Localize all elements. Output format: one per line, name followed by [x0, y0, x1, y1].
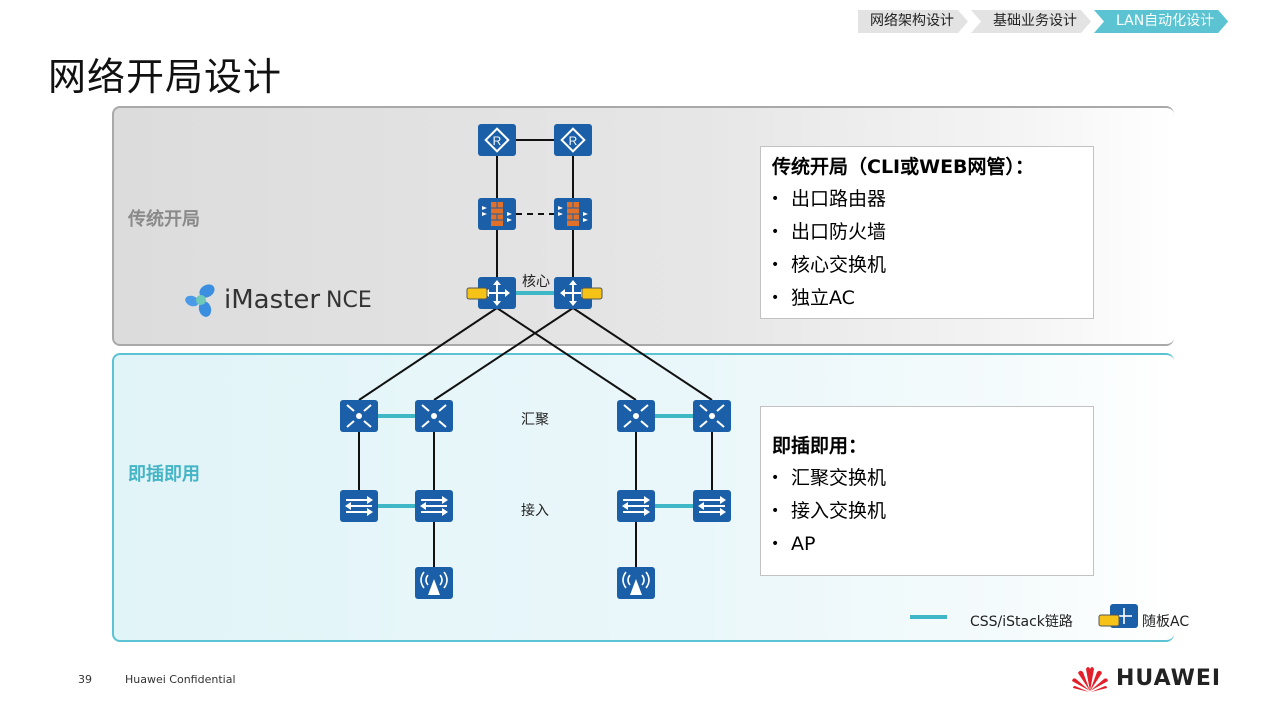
huawei-logo: HUAWEI [1070, 663, 1221, 693]
list-item: •核心交换机 [771, 254, 887, 276]
link-core-agg-1 [358, 307, 498, 401]
svg-text:R: R [493, 134, 502, 148]
page-number: 39 [78, 673, 92, 686]
router-icon[interactable]: R [478, 124, 516, 156]
legend-board-ac-label: 随板AC [1142, 614, 1190, 630]
board-ac-card [466, 287, 488, 300]
list-item: •接入交换机 [771, 500, 887, 522]
plug-and-play-label: 即插即用 [128, 464, 200, 485]
breadcrumb-item-network-architecture[interactable]: 网络架构设计 [858, 10, 968, 33]
huawei-wordmark: HUAWEI [1116, 665, 1222, 691]
breadcrumb-item-lan-automation[interactable]: LAN自动化设计 [1094, 10, 1228, 33]
traditional-deployment-info-box: 传统开局（CLI或WEB网管）： •出口路由器 •出口防火墙 •核心交换机 •独… [760, 146, 1094, 319]
access-switch-icon[interactable] [617, 490, 655, 522]
firewall-icon[interactable] [554, 198, 592, 230]
access-switch-icon[interactable] [693, 490, 731, 522]
aggregation-switch-icon[interactable] [617, 400, 655, 432]
confidential-label: Huawei Confidential [125, 673, 236, 686]
svg-text:R: R [569, 134, 578, 148]
link-core-agg-2 [433, 307, 574, 401]
access-switch-icon[interactable] [340, 490, 378, 522]
breadcrumb-item-basic-service[interactable]: 基础业务设计 [971, 10, 1091, 33]
aggregation-switch-icon[interactable] [415, 400, 453, 432]
info-box-title: 即插即用： [772, 435, 868, 457]
board-ac-card [581, 287, 603, 300]
huawei-flower-icon [1072, 667, 1108, 692]
list-item: •出口路由器 [771, 188, 887, 210]
access-layer-label: 接入 [521, 503, 549, 519]
access-switches [340, 490, 731, 522]
traditional-deployment-label: 传统开局 [128, 209, 200, 230]
aggregation-switch-icon[interactable] [693, 400, 731, 432]
access-point-icon[interactable] [617, 567, 655, 599]
list-item: •出口防火墙 [771, 221, 887, 243]
page-title: 网络开局设计 [48, 55, 283, 99]
aggregation-switch-icon[interactable] [340, 400, 378, 432]
list-item: •AP [771, 533, 816, 555]
firewall-icon[interactable] [478, 198, 516, 230]
plug-and-play-info-box: 即插即用： •汇聚交换机 •接入交换机 •AP [760, 406, 1094, 576]
legend-board-ac-card [1098, 614, 1120, 627]
access-point-icon[interactable] [415, 567, 453, 599]
aggregation-switches [340, 400, 731, 432]
list-item: •汇聚交换机 [771, 467, 887, 489]
imaster-name: iMaster [224, 285, 321, 315]
access-switch-icon[interactable] [415, 490, 453, 522]
imaster-suffix: NCE [326, 287, 372, 313]
router-icon[interactable]: R [554, 124, 592, 156]
info-box-title: 传统开局（CLI或WEB网管）： [772, 156, 1035, 178]
list-item: •独立AC [771, 287, 855, 309]
aggregation-layer-label: 汇聚 [521, 412, 549, 428]
imaster-nce-logo: iMaster NCE [184, 282, 372, 318]
imaster-propeller-icon [185, 284, 215, 317]
legend-css-link-label: CSS/iStack链路 [970, 614, 1073, 630]
legend-css-link-swatch [910, 615, 947, 619]
link-core-agg-4 [572, 307, 713, 401]
core-layer-label: 核心 [522, 274, 550, 290]
link-core-agg-3 [496, 307, 637, 401]
breadcrumb: 网络架构设计 基础业务设计 LAN自动化设计 [858, 10, 1231, 33]
